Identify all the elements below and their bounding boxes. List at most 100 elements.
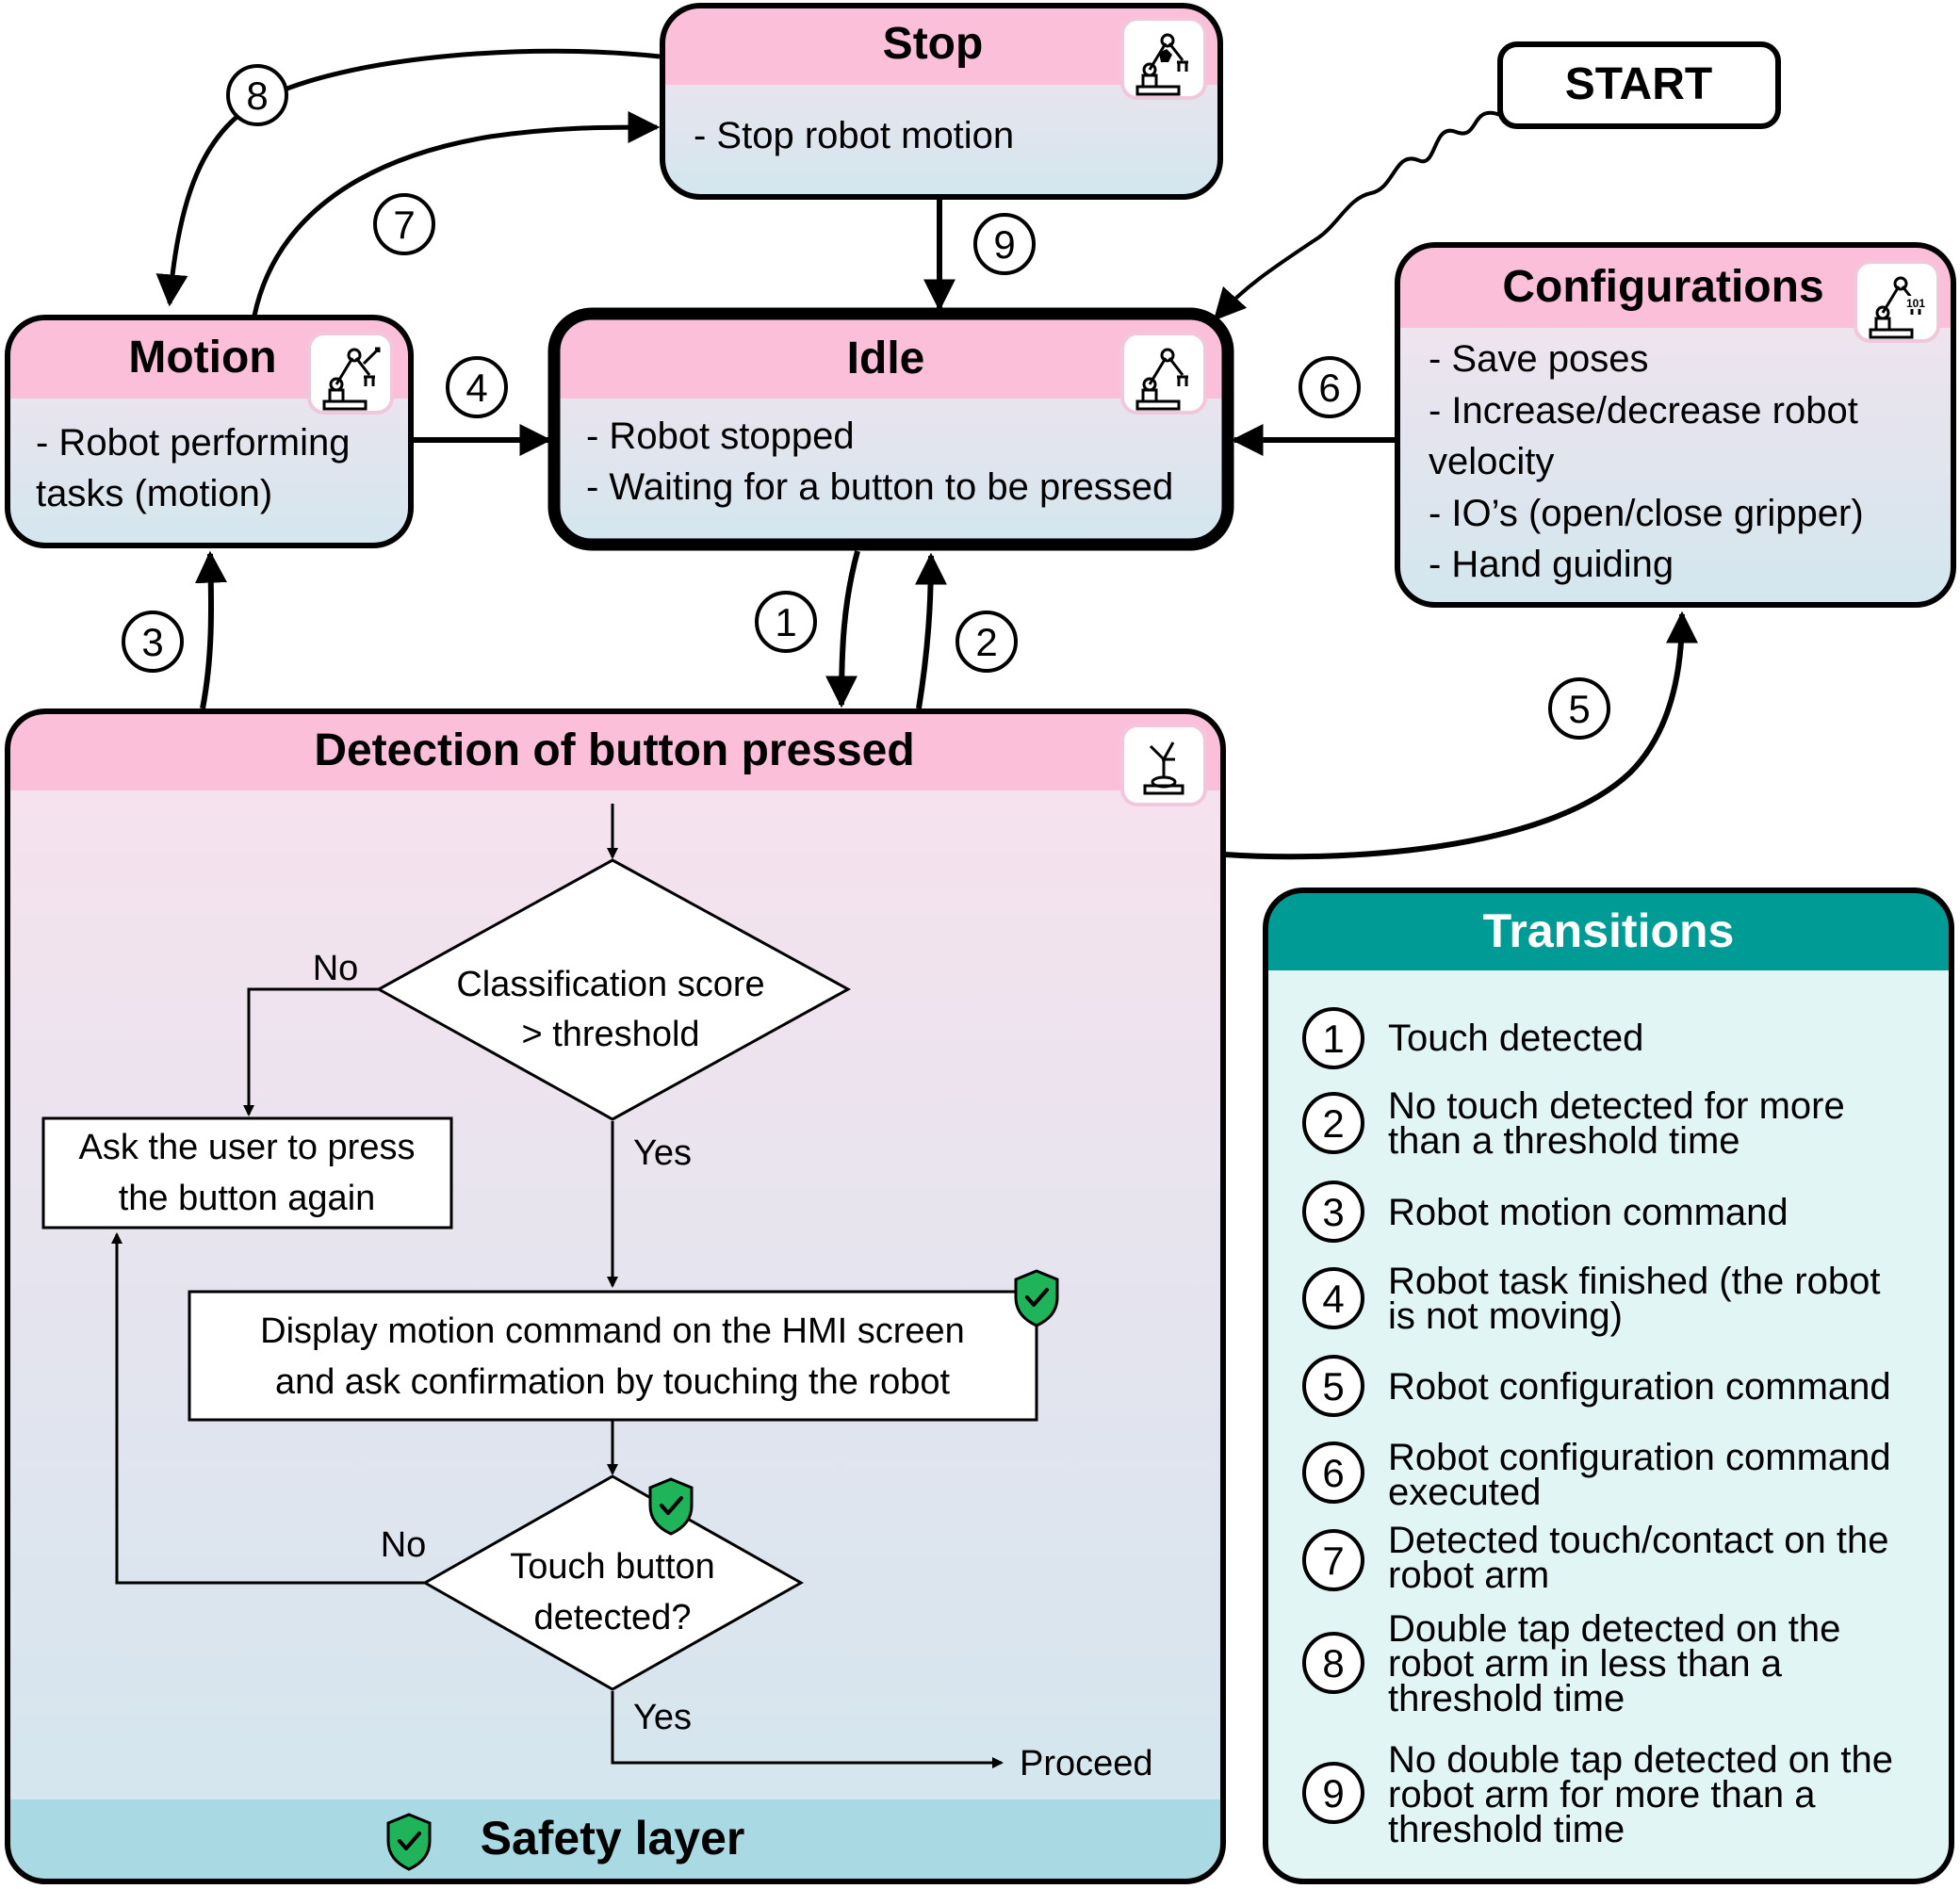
configurations-line-5: - Hand guiding	[1429, 544, 1674, 585]
legend-num-3: 3	[1322, 1190, 1344, 1234]
state-stop: Stop - Stop robot motion	[660, 3, 1223, 200]
legend-item: 5 Robot configuration command	[1302, 1355, 1891, 1417]
transitions-legend: Transitions 1 Touch detected 2 No touch …	[1263, 888, 1954, 1884]
legend-num-4: 4	[1322, 1277, 1344, 1321]
robot-arm-icon	[1120, 332, 1207, 415]
legend-num-8: 8	[1322, 1641, 1344, 1685]
legend-item: 7 Detected touch/contact on the robot ar…	[1302, 1520, 1888, 1596]
legend-text-1-1: Touch detected	[1388, 1018, 1643, 1059]
legend-text-6-2: executed	[1388, 1472, 1541, 1513]
transition-num-9: 9	[993, 222, 1015, 267]
flow-yes-2-arrow	[611, 1691, 1004, 1768]
robot-arm-motion-icon	[307, 332, 394, 415]
transition-num-1: 1	[775, 600, 796, 644]
stop-line-1: - Stop robot motion	[694, 115, 1014, 156]
legend-item: 9 No double tap detected on the robot ar…	[1302, 1739, 1893, 1850]
transition-num-3: 3	[141, 620, 163, 664]
yes-2-label: Yes	[633, 1698, 692, 1737]
legend-text-5-1: Robot configuration command	[1388, 1366, 1891, 1408]
legend-text-6-1: Robot configuration command	[1388, 1437, 1891, 1478]
legend-num-1: 1	[1322, 1017, 1344, 1061]
yes-1-label: Yes	[633, 1133, 692, 1173]
legend-item: 2 No touch detected for more than a thre…	[1302, 1085, 1845, 1162]
legend-num-2: 2	[1322, 1101, 1344, 1146]
safety-layer-label: Safety layer	[481, 1812, 745, 1865]
idle-line-2: - Waiting for a button to be pressed	[586, 466, 1173, 508]
legend-num-7: 7	[1322, 1539, 1344, 1583]
legend-header	[1266, 890, 1952, 970]
detection-title: Detection of button pressed	[314, 725, 914, 775]
transition-num-7: 7	[393, 203, 415, 247]
legend-text-8-2: robot arm in less than a	[1388, 1643, 1783, 1685]
motion-line-2: tasks (motion)	[36, 473, 272, 514]
configurations-line-4: - IO’s (open/close gripper)	[1429, 493, 1864, 534]
transition-7-arrow	[252, 111, 661, 317]
robot-arm-stop-icon	[1120, 17, 1207, 100]
transition-num-8: 8	[246, 73, 268, 118]
configurations-line-3: velocity	[1429, 441, 1554, 482]
transition-1-arrow	[825, 550, 860, 708]
legend-item: 6 Robot configuration command executed	[1302, 1437, 1891, 1513]
flow-no-2-arrow	[111, 1232, 427, 1585]
flow-no-1-arrow	[243, 987, 382, 1116]
legend-text-3-1: Robot motion command	[1388, 1192, 1788, 1233]
legend-text-9-3: threshold time	[1388, 1809, 1625, 1850]
motion-title: Motion	[128, 333, 276, 383]
legend-text-2-1: No touch detected for more	[1388, 1085, 1845, 1127]
display-line-1: Display motion command on the HMI screen	[260, 1311, 965, 1351]
decision-1-line-2: > threshold	[521, 1015, 699, 1054]
legend-text-7-2: robot arm	[1388, 1555, 1549, 1596]
decision-2-line-2: detected?	[534, 1598, 692, 1637]
configurations-line-1: - Save poses	[1429, 338, 1648, 380]
start-arrow	[1213, 110, 1501, 321]
ask-user-box	[41, 1116, 453, 1229]
state-configurations: Configurations - Save poses - Increase/d…	[1395, 242, 1956, 608]
transition-3-arrow	[194, 550, 227, 709]
state-motion: Motion - Robot performing tasks (motion)	[5, 315, 414, 548]
legend-item: 8 Double tap detected on the robot arm i…	[1302, 1608, 1840, 1719]
safety-layer-band	[8, 1799, 1223, 1881]
svg-text:101: 101	[1906, 297, 1925, 310]
legend-item: 4 Robot task finished (the robot is not …	[1302, 1261, 1881, 1337]
motion-line-1: - Robot performing	[36, 422, 350, 464]
idle-line-1: - Robot stopped	[586, 415, 855, 457]
legend-text-4-2: is not moving)	[1388, 1295, 1623, 1337]
display-command-box	[188, 1290, 1038, 1422]
stop-title: Stop	[883, 19, 984, 69]
no-2-label: No	[381, 1525, 427, 1565]
transition-num-6: 6	[1318, 366, 1340, 410]
ask-user-line-2: the button again	[119, 1179, 376, 1218]
transition-2-arrow	[914, 552, 947, 709]
legend-item: 1 Touch detected	[1302, 1007, 1643, 1069]
transition-num-2: 2	[975, 620, 997, 664]
legend-num-6: 6	[1322, 1451, 1344, 1495]
robot-arm-config-icon: 101	[1854, 260, 1940, 343]
decision-2-line-1: Touch button	[510, 1547, 715, 1587]
idle-title: Idle	[847, 334, 925, 383]
legend-text-9-2: robot arm for more than a	[1388, 1774, 1816, 1816]
configurations-line-2: - Increase/decrease robot	[1429, 390, 1858, 432]
proceed-label: Proceed	[1020, 1744, 1153, 1783]
transition-5-arrow	[1224, 611, 1698, 860]
start-label: START	[1565, 59, 1712, 109]
display-line-2: and ask confirmation by touching the rob…	[275, 1362, 951, 1402]
state-detection: Detection of button pressed Classificati…	[5, 708, 1226, 1884]
transition-num-4: 4	[466, 366, 487, 410]
legend-item: 3 Robot motion command	[1302, 1181, 1788, 1243]
transition-num-5: 5	[1568, 687, 1590, 731]
legend-title: Transitions	[1483, 904, 1735, 957]
legend-num-5: 5	[1322, 1364, 1344, 1409]
legend-text-2-2: than a threshold time	[1388, 1120, 1740, 1162]
legend-num-9: 9	[1322, 1771, 1344, 1816]
legend-text-9-1: No double tap detected on the	[1388, 1739, 1893, 1781]
legend-text-8-3: threshold time	[1388, 1678, 1625, 1719]
no-1-label: No	[313, 949, 359, 988]
legend-text-4-1: Robot task finished (the robot	[1388, 1261, 1881, 1302]
transition-numbers: 1 2 3 4 5 6 7 8 9	[122, 64, 1610, 740]
decision-1-line-1: Classification score	[456, 965, 764, 1004]
state-idle: Idle - Robot stopped - Waiting for a but…	[547, 307, 1234, 551]
ask-user-line-1: Ask the user to press	[79, 1128, 416, 1167]
start-node	[1497, 41, 1781, 129]
configurations-title: Configurations	[1502, 262, 1823, 312]
